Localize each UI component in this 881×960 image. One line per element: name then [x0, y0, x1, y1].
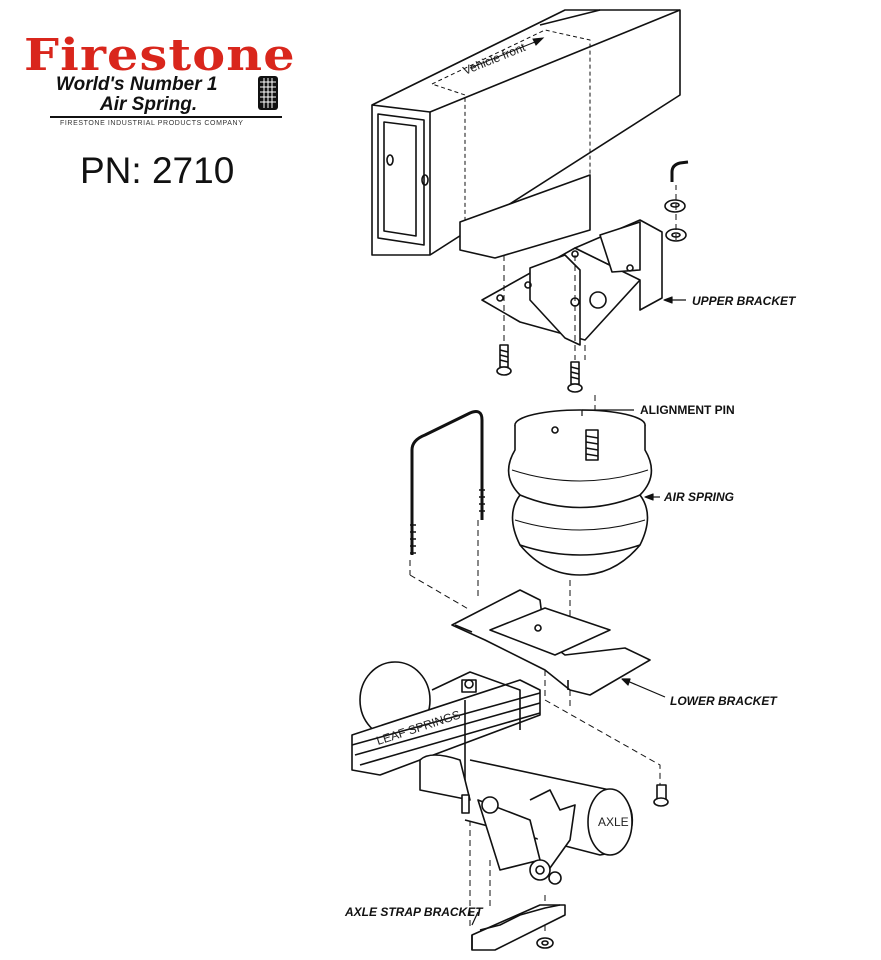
upper-bracket [481, 219, 663, 346]
elbow-fitting [670, 160, 689, 182]
bolt-axle-left [461, 794, 470, 814]
tagline-line1: World's Number 1 [56, 74, 218, 95]
frame-rail [371, 9, 681, 256]
nut-bottom [536, 937, 554, 949]
spring-clamp [431, 671, 521, 790]
shock-absorber [477, 789, 576, 885]
callout-leaders [471, 296, 686, 926]
u-bolt [410, 410, 485, 555]
alignment-lines [409, 185, 677, 935]
lower-bracket-callout: LOWER BRACKET [670, 694, 778, 708]
axle-strap-bracket-callout: AXLE STRAP BRACKET [344, 905, 484, 919]
company-name: FIRESTONE INDUSTRIAL PRODUCTS COMPANY [60, 120, 244, 127]
axle-strap-bracket [471, 904, 566, 951]
upper-bracket-callout: UPPER BRACKET [692, 294, 797, 308]
tagline-underline [50, 116, 282, 118]
nut [664, 199, 686, 213]
frame-label-arrow [469, 37, 545, 69]
bolt-center [567, 361, 583, 393]
part-number: PN: 2710 [80, 150, 235, 191]
air-spring [507, 409, 653, 576]
bolt-lower-right [653, 784, 669, 807]
air-spring-callout: AIR SPRING [663, 490, 734, 504]
firestone-logo: Firestone World's Number 1 Air Spring. F… [18, 30, 318, 130]
bolt-left [496, 344, 512, 376]
lower-bracket [451, 589, 651, 696]
tagline-line2: Air Spring. [100, 94, 198, 115]
leaf-springs [351, 661, 541, 776]
air-spring-icon [258, 76, 278, 110]
alignment-pin-callout: ALIGNMENT PIN [640, 403, 735, 417]
axle-label: AXLE [598, 815, 629, 829]
brand-name: Firestone [24, 30, 296, 81]
